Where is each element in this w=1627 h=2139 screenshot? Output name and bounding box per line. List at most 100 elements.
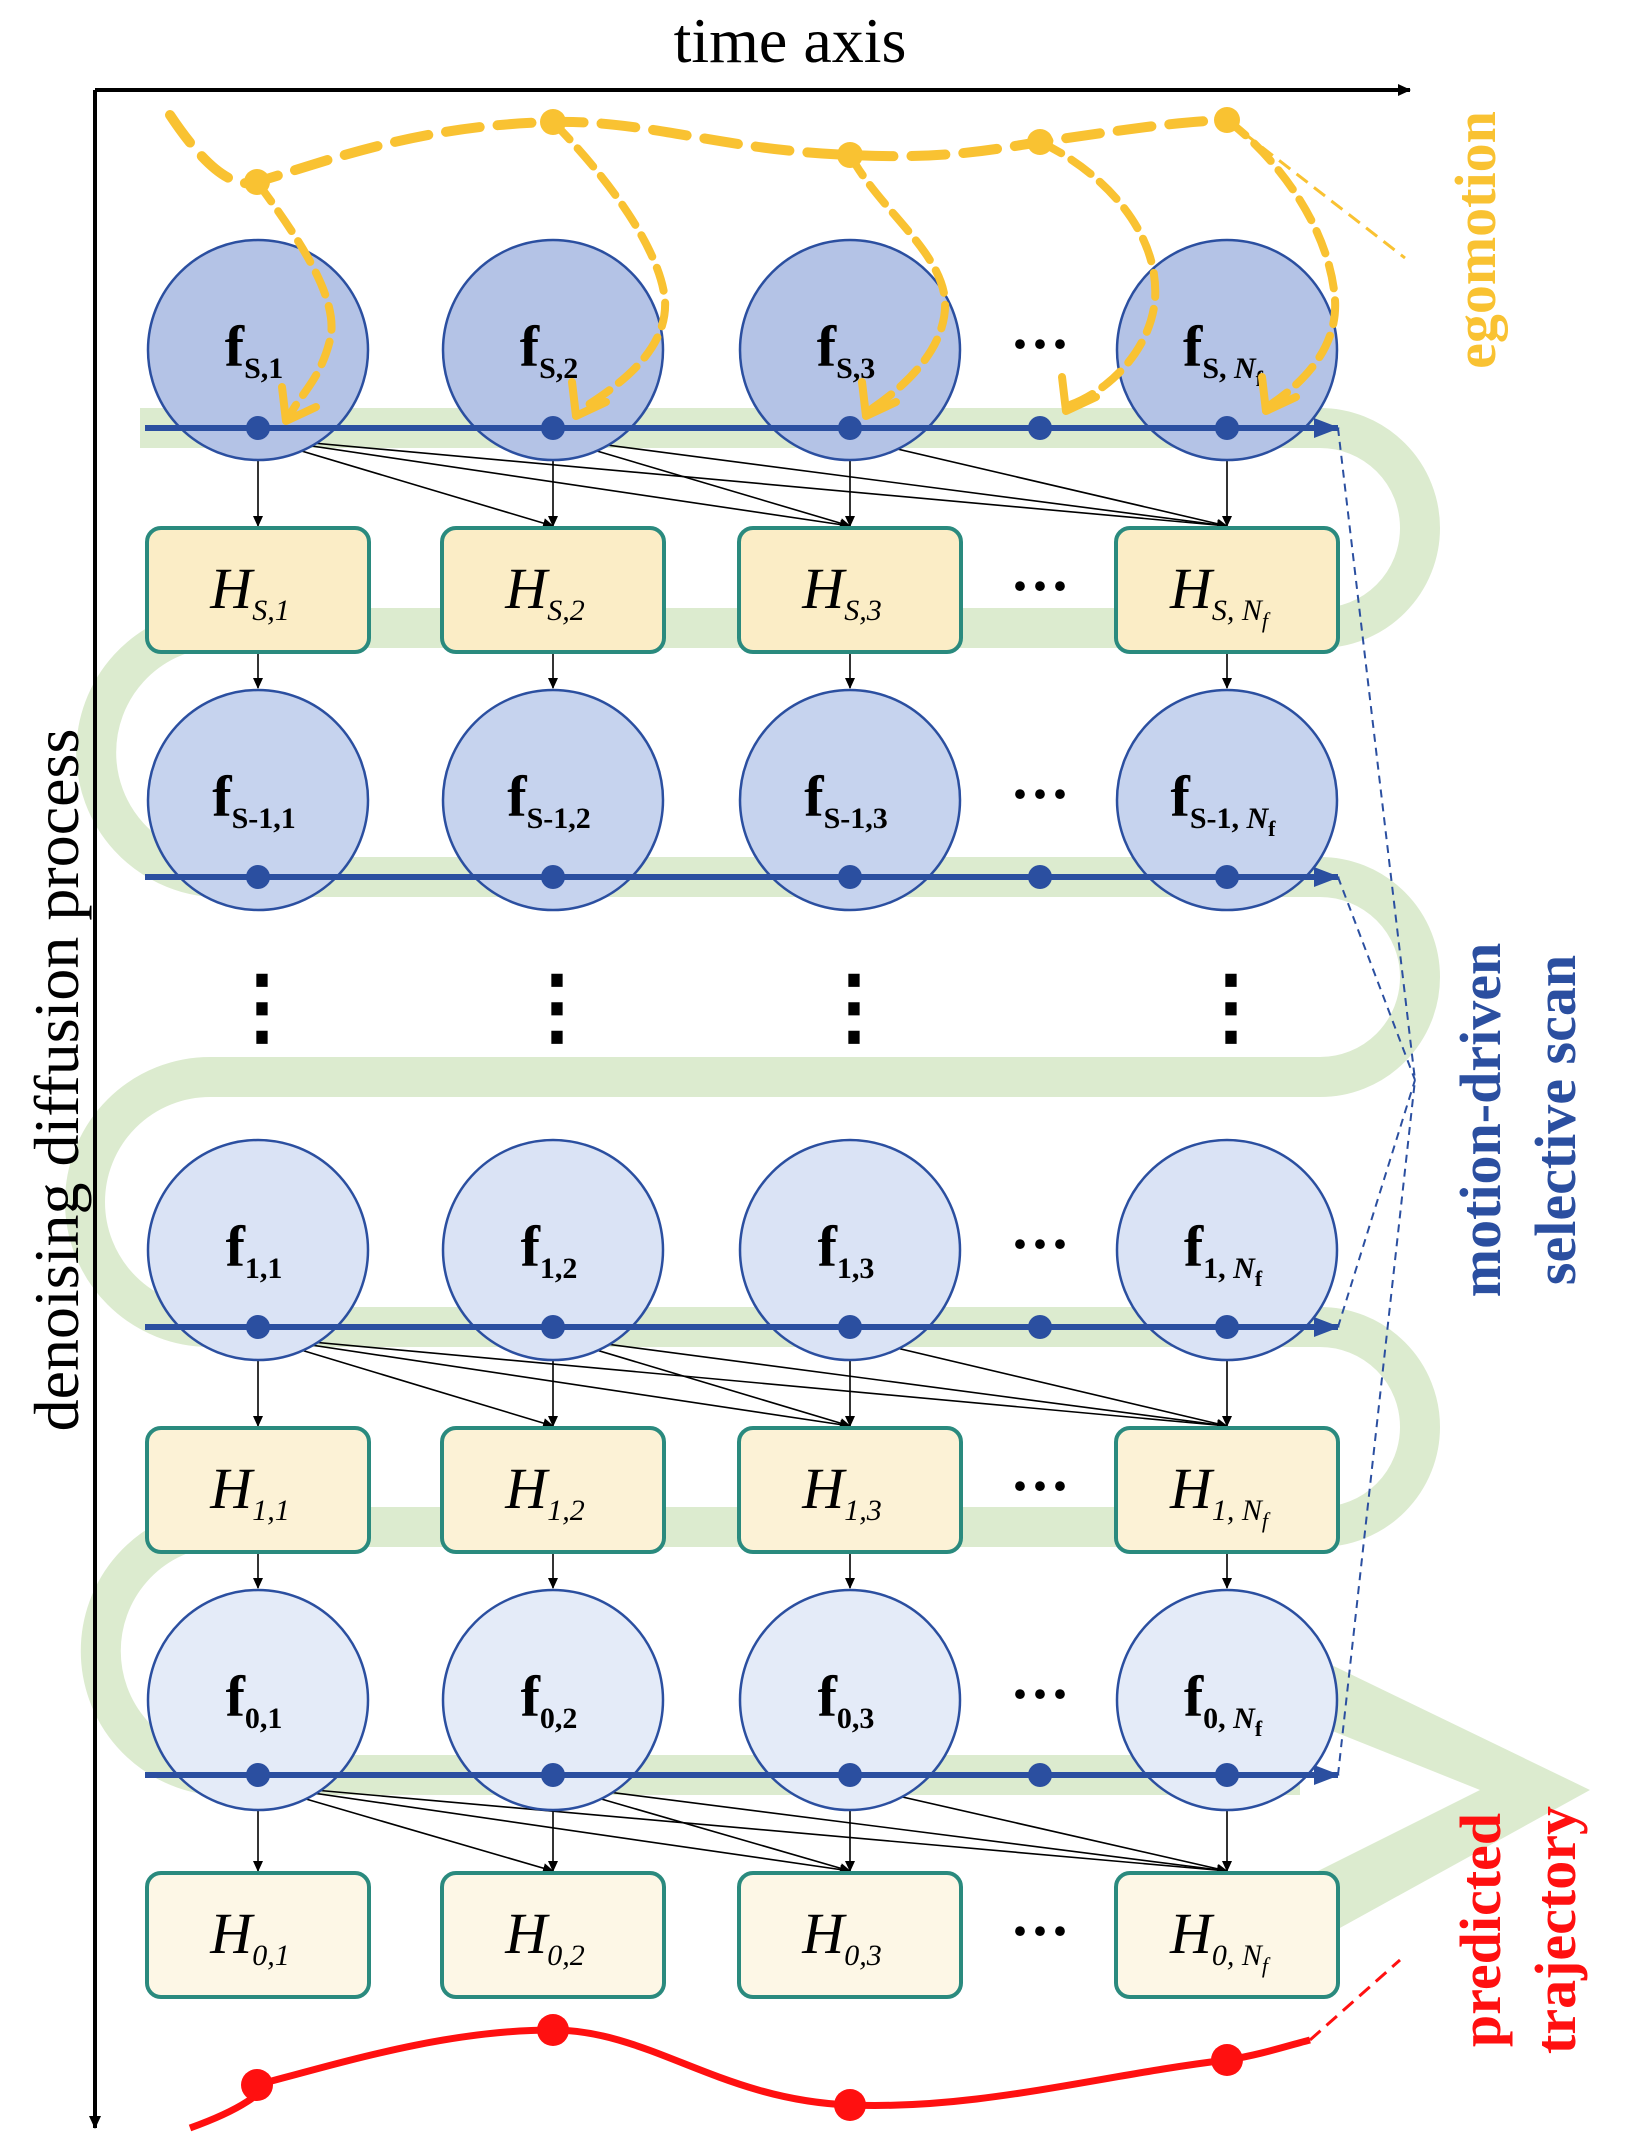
node-label: H1, Nf xyxy=(1169,1456,1271,1533)
hidden-box-1-2: H1,2 xyxy=(440,1426,666,1554)
egomotion-arrow-5 xyxy=(1223,116,1340,409)
row-ellipsis: ··· xyxy=(1010,553,1070,619)
node-subscript-f: f xyxy=(1268,816,1276,841)
node-subscript-n: N xyxy=(1233,352,1257,385)
node-subscript: 1,3 xyxy=(844,1494,882,1527)
feature-node-S-1-2: fS-1,2 xyxy=(441,688,665,912)
node-subscript: 0,2 xyxy=(540,1702,578,1735)
vertical-ellipsis-3: ⋮ xyxy=(812,961,896,1054)
node-subscript-n: N xyxy=(1232,1702,1256,1735)
fan-arrow-1 xyxy=(257,437,851,530)
node-symbol: f xyxy=(1183,314,1203,379)
feature-node-S-1-1: fS-1,1 xyxy=(146,688,370,912)
scan-dot xyxy=(1215,1763,1239,1787)
feature-circle xyxy=(738,238,962,462)
feature-circle xyxy=(738,688,962,912)
hidden-box-1-3: H1,3 xyxy=(737,1426,963,1554)
row-ellipsis: ··· xyxy=(1010,1898,1070,1964)
node-subscript: S-1,3 xyxy=(824,802,888,835)
node-symbol: H xyxy=(1169,556,1215,621)
node-subscript: 1, xyxy=(1212,1494,1242,1527)
side-labels: egomotion motion-driven selective scan p… xyxy=(1443,111,1588,2054)
node-label: f0,3 xyxy=(818,1664,875,1735)
fan-arrow-2 xyxy=(257,1336,851,1430)
node-subscript-f: f xyxy=(1255,1716,1263,1741)
egomotion-arrow-3 xyxy=(846,151,950,414)
node-symbol: f xyxy=(226,1214,246,1279)
node-subscript: 0, xyxy=(1212,1939,1242,1972)
egomotion-arrow-1 xyxy=(253,178,336,419)
predicted-point-3 xyxy=(834,2089,866,2121)
hidden-box-rect xyxy=(145,1871,371,1999)
node-symbol: f xyxy=(1184,1214,1204,1279)
scan-dashed-line-3 xyxy=(1337,1079,1416,1328)
node-subscript: S,3 xyxy=(844,594,882,627)
egomotion-arrows xyxy=(253,116,1340,425)
node-label: f1,2 xyxy=(521,1214,578,1285)
scan-dot xyxy=(1215,1315,1239,1339)
node-subscript: S-1,1 xyxy=(232,802,296,835)
scan-dot xyxy=(246,416,270,440)
node-label: fS-1,2 xyxy=(507,764,591,835)
scan-dot xyxy=(838,1763,862,1787)
egomotion-arrow-2 xyxy=(549,118,670,414)
node-subscript: S-1,2 xyxy=(527,802,591,835)
axes: time axis denoising diffusion process xyxy=(21,5,1411,2129)
node-label: HS,2 xyxy=(504,556,584,627)
feature-circle xyxy=(1115,688,1339,912)
scan-lines xyxy=(145,416,1340,1787)
row-ellipsis: ··· xyxy=(1010,761,1070,827)
node-label: H0,2 xyxy=(504,1901,584,1972)
node-label: fS,3 xyxy=(817,314,876,385)
hidden-box-S-3: HS,3 xyxy=(737,526,963,654)
node-symbol: f xyxy=(818,1664,838,1729)
hidden-box-rect xyxy=(1114,1871,1340,1999)
egomotion-label: egomotion xyxy=(1443,111,1508,369)
node-label: fS-1,1 xyxy=(212,764,296,835)
predicted-extension xyxy=(1309,1958,1401,2042)
hidden-box-1-1: H1,1 xyxy=(145,1426,371,1554)
predicted-point-1 xyxy=(241,2069,273,2101)
scan-dashed-line-4 xyxy=(1337,1079,1416,1776)
feature-node-S-1-N_f: fS-1, Nf xyxy=(1115,688,1339,912)
egomotion-arrowhead-1 xyxy=(278,383,320,425)
node-label: f1,1 xyxy=(226,1214,283,1285)
feature-circle xyxy=(146,1588,370,1812)
feature-node-1-3: f1,3 xyxy=(738,1138,962,1362)
row-ellipsis: ··· xyxy=(1010,1453,1070,1519)
feature-node-0-2: f0,2 xyxy=(441,1588,665,1812)
fan-arrow-2 xyxy=(257,1336,1228,1431)
node-subscript: 1,2 xyxy=(547,1494,585,1527)
scan-dashed-line-1 xyxy=(1337,427,1416,1081)
predicted-point-2 xyxy=(537,2014,569,2046)
scan-dot xyxy=(246,1315,270,1339)
node-subscript: S,3 xyxy=(836,352,875,385)
egomotion-arrow-4 xyxy=(1036,138,1160,409)
fan-arrow-1 xyxy=(257,437,554,528)
scan-dot xyxy=(1215,865,1239,889)
fan-arrow-2 xyxy=(552,1336,851,1428)
node-symbol: f xyxy=(225,314,245,379)
node-subscript: 0,1 xyxy=(252,1939,290,1972)
hidden-box-rect xyxy=(440,1426,666,1554)
hidden-box-rect xyxy=(440,1871,666,1999)
node-subscript: 0,3 xyxy=(837,1702,875,1735)
fan-arrow-3 xyxy=(257,1784,851,1875)
process-axis-label: denoising diffusion process xyxy=(21,729,92,1432)
node-symbol: H xyxy=(801,1456,847,1521)
fan-arrow-1 xyxy=(849,437,1228,529)
vertical-ellipsis-4: ⋮ xyxy=(1189,961,1273,1054)
feature-node-0-N_f: f0, Nf xyxy=(1115,1588,1339,1812)
node-symbol: H xyxy=(504,556,550,621)
node-symbol: f xyxy=(1170,764,1190,829)
node-subscript-f: f xyxy=(1262,1508,1271,1533)
node-label: H0,3 xyxy=(801,1901,881,1972)
node-symbol: H xyxy=(1169,1901,1215,1966)
selective-scan-label: selective scan xyxy=(1523,955,1588,1285)
node-symbol: H xyxy=(209,1456,255,1521)
node-label: fS-1, Nf xyxy=(1170,764,1276,841)
scan-dot xyxy=(838,416,862,440)
predicted-label: predicted xyxy=(1448,1813,1513,2047)
